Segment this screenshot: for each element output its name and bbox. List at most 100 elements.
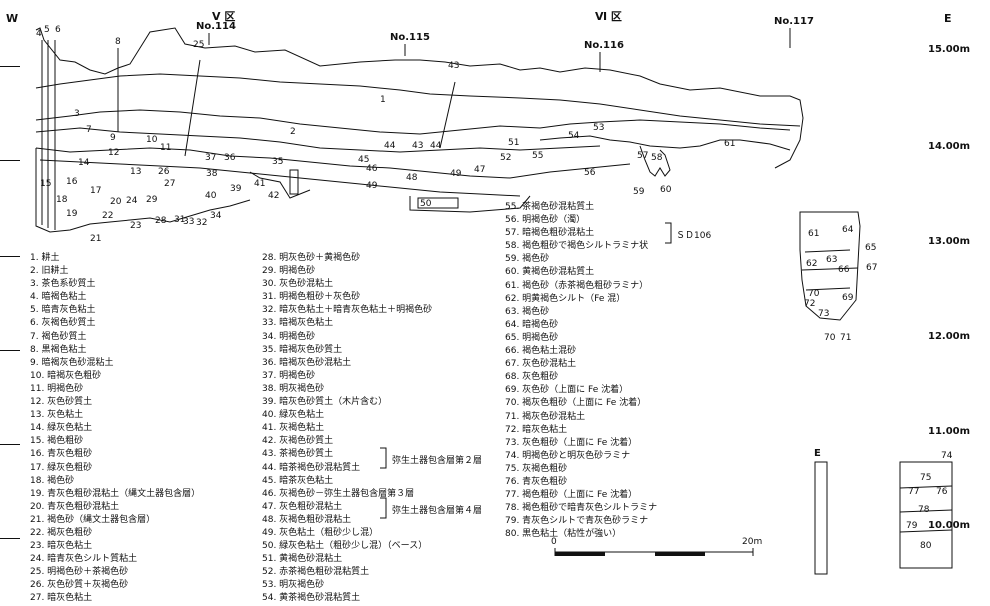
svg-text:11: 11 — [160, 143, 171, 153]
svg-text:76: 76 — [936, 487, 948, 497]
svg-text:39: 39 — [230, 184, 242, 194]
left-tick-15 — [0, 66, 20, 67]
svg-text:47: 47 — [474, 165, 485, 175]
svg-text:24: 24 — [126, 196, 138, 206]
svg-text:72: 72 — [804, 299, 815, 309]
svg-text:50: 50 — [420, 199, 432, 209]
svg-text:22: 22 — [102, 211, 113, 221]
svg-text:46: 46 — [366, 164, 378, 174]
stake-no114: No.114 — [196, 21, 236, 32]
left-tick-14 — [0, 160, 20, 161]
zone5-label: V 区 — [212, 10, 236, 23]
svg-text:23: 23 — [130, 221, 141, 231]
svg-text:65: 65 — [865, 243, 876, 253]
svg-text:6: 6 — [55, 25, 61, 35]
stake-no117: No.117 — [774, 16, 814, 27]
svg-text:18: 18 — [56, 195, 68, 205]
zone6-label: Ⅵ 区 — [595, 10, 622, 23]
left-tick-11 — [0, 444, 20, 445]
elevation-10: 10.00m — [928, 520, 971, 531]
svg-text:19: 19 — [66, 209, 78, 219]
svg-text:5: 5 — [44, 25, 50, 35]
stake-no116: No.116 — [584, 40, 624, 51]
svg-text:44: 44 — [430, 141, 442, 151]
svg-text:49: 49 — [366, 181, 378, 191]
svg-text:70: 70 — [824, 333, 836, 343]
svg-text:73: 73 — [818, 309, 829, 319]
svg-text:60: 60 — [660, 185, 672, 195]
svg-text:74: 74 — [941, 451, 953, 461]
svg-text:10: 10 — [146, 135, 158, 145]
svg-text:37: 37 — [205, 153, 216, 163]
svg-text:58: 58 — [651, 153, 663, 163]
svg-text:14: 14 — [78, 158, 90, 168]
svg-text:44: 44 — [384, 141, 396, 151]
svg-text:21: 21 — [90, 234, 101, 244]
svg-text:67: 67 — [866, 263, 877, 273]
svg-text:79: 79 — [906, 521, 918, 531]
svg-text:59: 59 — [633, 187, 645, 197]
svg-text:35: 35 — [272, 157, 283, 167]
svg-text:25: 25 — [193, 40, 204, 50]
svg-text:4: 4 — [36, 29, 42, 39]
svg-text:61: 61 — [724, 139, 735, 149]
sd106-note: ＳＤ106 — [676, 231, 712, 241]
elevation-12: 12.00m — [928, 331, 971, 342]
svg-text:28: 28 — [155, 216, 167, 226]
svg-text:12: 12 — [108, 148, 119, 158]
svg-text:32: 32 — [196, 218, 207, 228]
svg-text:43: 43 — [448, 61, 459, 71]
svg-text:33: 33 — [183, 217, 194, 227]
svg-text:38: 38 — [206, 169, 218, 179]
svg-text:57: 57 — [637, 151, 648, 161]
svg-text:41: 41 — [254, 179, 265, 189]
svg-text:80: 80 — [920, 541, 932, 551]
svg-text:1: 1 — [380, 95, 386, 105]
svg-text:20: 20 — [110, 197, 122, 207]
svg-text:70: 70 — [808, 289, 820, 299]
svg-text:43: 43 — [412, 141, 423, 151]
svg-text:61: 61 — [808, 229, 819, 239]
svg-text:29: 29 — [146, 195, 158, 205]
elevation-13: 13.00m — [928, 236, 971, 247]
yayoi-layer2-note: 弥生土器包含層第２層 — [392, 456, 483, 466]
svg-text:55: 55 — [532, 151, 543, 161]
svg-text:56: 56 — [584, 168, 596, 178]
elevation-14: 14.00m — [928, 141, 971, 152]
svg-text:62: 62 — [806, 259, 817, 269]
svg-text:9: 9 — [110, 133, 116, 143]
svg-text:26: 26 — [158, 167, 170, 177]
svg-text:63: 63 — [826, 255, 837, 265]
left-tick-12 — [0, 350, 20, 351]
svg-text:78: 78 — [918, 505, 930, 515]
svg-text:17: 17 — [90, 186, 101, 196]
svg-text:69: 69 — [842, 293, 854, 303]
svg-text:8: 8 — [115, 37, 121, 47]
svg-text:54: 54 — [568, 131, 580, 141]
scale-zero-label: 0 — [551, 537, 557, 547]
svg-text:51: 51 — [508, 138, 519, 148]
svg-text:36: 36 — [224, 153, 236, 163]
stake-no115: No.115 — [390, 32, 430, 43]
svg-text:31: 31 — [174, 215, 185, 225]
svg-text:49: 49 — [450, 169, 462, 179]
svg-text:16: 16 — [66, 177, 78, 187]
svg-text:64: 64 — [842, 225, 854, 235]
svg-text:15: 15 — [40, 179, 51, 189]
svg-text:52: 52 — [500, 153, 511, 163]
svg-text:3: 3 — [74, 109, 80, 119]
svg-text:2: 2 — [290, 127, 296, 137]
elevation-11: 11.00m — [928, 426, 971, 437]
svg-text:48: 48 — [406, 173, 418, 183]
scale-end-label: 20m — [742, 537, 763, 547]
svg-text:7: 7 — [86, 125, 92, 135]
svg-text:13: 13 — [130, 167, 141, 177]
svg-text:53: 53 — [593, 123, 604, 133]
east-label: E — [944, 12, 952, 25]
svg-text:75: 75 — [920, 473, 931, 483]
svg-text:66: 66 — [838, 265, 850, 275]
left-tick-13 — [0, 256, 20, 257]
svg-text:34: 34 — [210, 211, 222, 221]
